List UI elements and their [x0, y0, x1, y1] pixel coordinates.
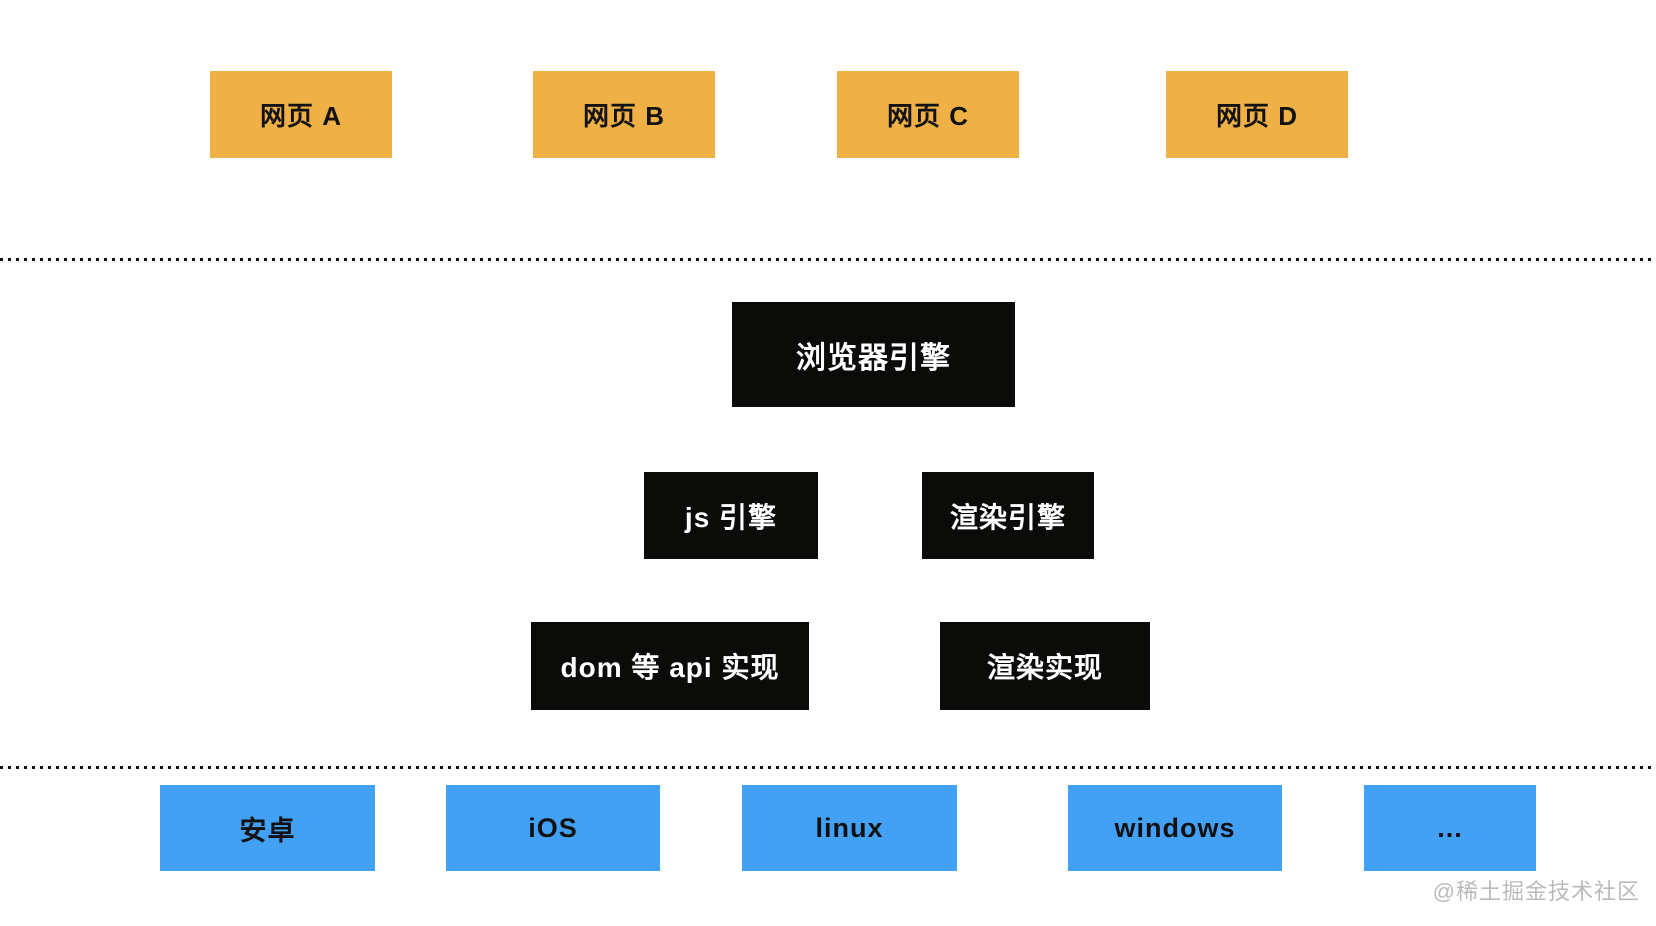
- platform-ellipsis-node: ...: [1364, 785, 1536, 871]
- webpage-c-node: 网页 C: [837, 71, 1019, 158]
- dom-api-impl-node: dom 等 api 实现: [531, 622, 809, 710]
- platform-windows-node: windows: [1068, 785, 1282, 871]
- separator-engine-platforms: [0, 766, 1656, 769]
- platform-android-node: 安卓: [160, 785, 375, 871]
- separator-webpages-engine: [0, 258, 1656, 261]
- webpage-b-node: 网页 B: [533, 71, 715, 158]
- render-impl-node: 渲染实现: [940, 622, 1150, 710]
- render-engine-node: 渲染引擎: [922, 472, 1094, 559]
- webpage-a-node: 网页 A: [210, 71, 392, 158]
- webpage-d-node: 网页 D: [1166, 71, 1348, 158]
- watermark: @稀土掘金技术社区: [1432, 879, 1640, 904]
- platform-linux-node: linux: [742, 785, 957, 871]
- js-engine-node: js 引擎: [644, 472, 818, 559]
- platform-ios-node: iOS: [446, 785, 660, 871]
- browser-engine-node: 浏览器引擎: [732, 302, 1015, 407]
